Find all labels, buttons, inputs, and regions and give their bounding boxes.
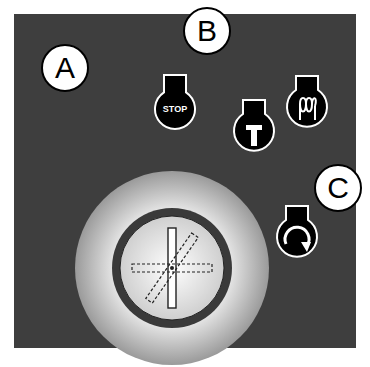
- start-icon: [277, 206, 317, 257]
- run-position-icon: [234, 100, 274, 151]
- callout-letter: A: [55, 53, 75, 83]
- callout-letter: B: [197, 16, 217, 46]
- callout-letter: C: [327, 173, 349, 203]
- key-switch: [75, 171, 269, 365]
- glow-plug-icon: [287, 76, 327, 127]
- callout-circle: C: [313, 163, 363, 213]
- callout-circle: B: [182, 6, 232, 56]
- stop-icon-outline: [153, 73, 197, 131]
- stop-icon: STOP: [153, 73, 197, 131]
- icon-label: STOP: [163, 105, 187, 114]
- callout-circle: A: [40, 43, 90, 93]
